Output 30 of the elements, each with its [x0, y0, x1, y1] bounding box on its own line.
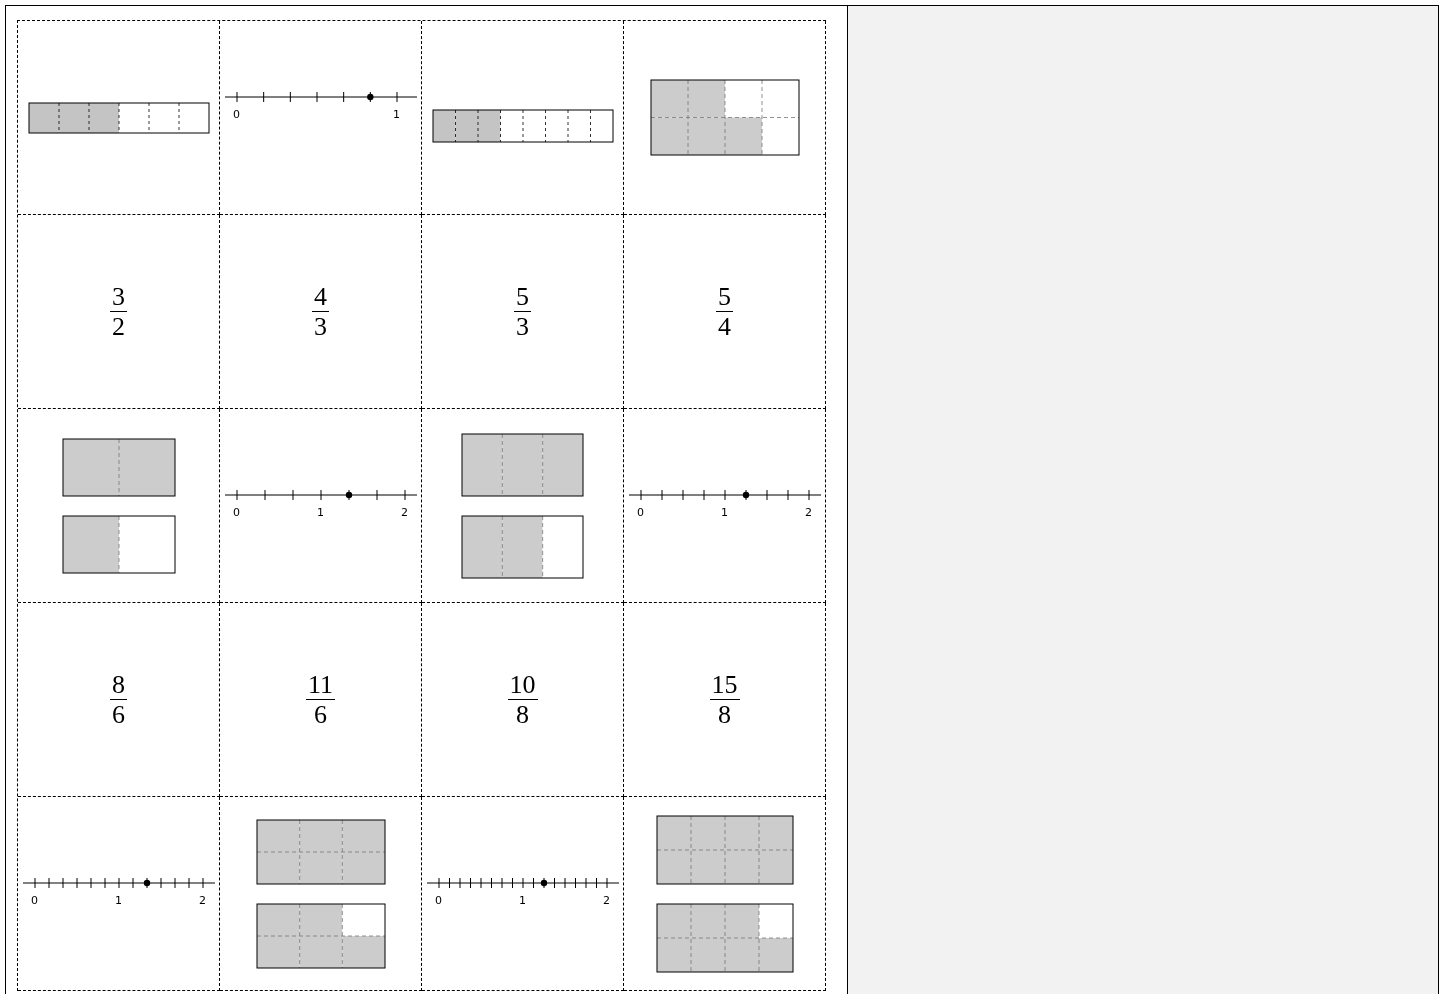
fraction-denominator: 6: [112, 699, 125, 728]
tick-label: 0: [637, 505, 644, 519]
tick-label: 0: [233, 505, 240, 519]
fraction-numerator: 10: [507, 671, 538, 700]
fraction-denominator: 6: [314, 699, 327, 728]
fraction-denominator: 8: [516, 699, 529, 728]
fraction-numerator: 4: [312, 283, 329, 312]
tick-label: 1: [393, 107, 400, 121]
fraction-denominator: 8: [718, 699, 731, 728]
tick-label: 2: [199, 893, 206, 907]
tick-label: 1: [519, 893, 526, 907]
fraction-denominator: 4: [718, 311, 731, 340]
tick-label: 1: [317, 505, 324, 519]
fraction-denominator: 3: [314, 311, 327, 340]
tick-label: 2: [603, 893, 610, 907]
fraction-denominator: 3: [516, 311, 529, 340]
tick-label: 2: [401, 505, 408, 519]
tick-label: 2: [805, 505, 812, 519]
fraction-numerator: 15: [709, 671, 740, 700]
fraction-numerator: 5: [716, 283, 733, 312]
fraction-numerator: 3: [110, 283, 127, 312]
tick-label: 0: [435, 893, 442, 907]
tick-label: 1: [115, 893, 122, 907]
fraction-denominator: 2: [112, 311, 125, 340]
tick-label: 0: [31, 893, 38, 907]
fraction-numerator: 5: [514, 283, 531, 312]
fraction-numerator: 11: [305, 671, 335, 700]
tick-label: 0: [233, 107, 240, 121]
tick-label: 1: [721, 505, 728, 519]
fraction-numerator: 8: [110, 671, 127, 700]
